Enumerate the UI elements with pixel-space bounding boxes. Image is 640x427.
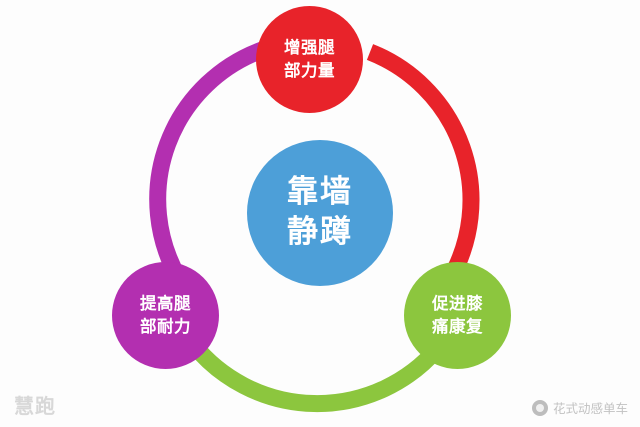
ring-arc-green xyxy=(186,338,444,413)
node-top-label-line-1: 增强腿 xyxy=(284,38,335,58)
node-top-label-line-2: 部力量 xyxy=(284,60,335,80)
watermark-left: 慧跑 xyxy=(14,394,56,418)
node-right-label-line-1: 促进膝 xyxy=(432,294,483,314)
center-node: 靠墙 静蹲 xyxy=(247,140,393,286)
ring-arc-purple xyxy=(149,42,265,282)
node-improve-leg-endurance: 提高腿 部耐力 xyxy=(112,262,219,369)
watermark-right-label: 花式动感单车 xyxy=(552,401,628,416)
node-promote-knee-recovery: 促进膝 痛康复 xyxy=(404,262,511,369)
node-left-label-line-2: 部耐力 xyxy=(140,316,191,336)
node-left-label-line-1: 提高腿 xyxy=(140,294,191,314)
ring-arc-red xyxy=(366,44,480,284)
watermark-right: 花式动感单车 xyxy=(531,398,628,417)
node-increase-leg-strength: 增强腿 部力量 xyxy=(256,6,363,113)
watermark-logo-icon xyxy=(531,399,548,416)
center-node-label-line-2: 静蹲 xyxy=(287,214,353,250)
node-right-label-line-2: 痛康复 xyxy=(432,316,483,336)
center-node-label-line-1: 靠墙 xyxy=(287,174,353,211)
